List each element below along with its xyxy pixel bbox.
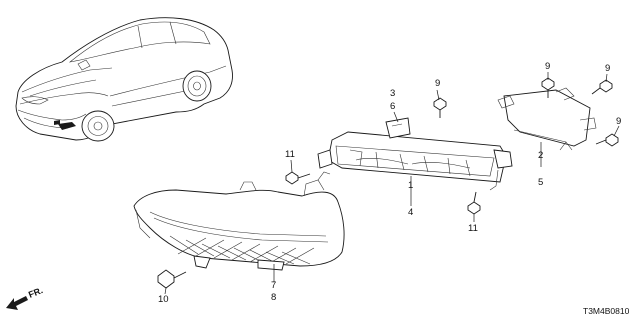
screw-10-icon	[157, 269, 187, 289]
direction-label: FR.	[27, 285, 44, 300]
callout-11-b: 11	[468, 223, 478, 234]
callout-9-d: 9	[616, 116, 621, 127]
callout-6: 6	[390, 101, 395, 112]
small-bracket	[385, 117, 411, 139]
car-illustration	[15, 17, 233, 142]
callout-9-b: 9	[545, 61, 550, 72]
screw-11b-icon	[467, 191, 481, 215]
callout-8: 8	[271, 292, 276, 303]
screw-9a-icon	[433, 97, 447, 118]
leader-lines	[164, 72, 620, 295]
diagram-code: T3M4B0810	[583, 306, 630, 316]
callout-3: 3	[390, 88, 395, 99]
callout-2: 2	[538, 150, 543, 161]
callout-7: 7	[271, 280, 276, 291]
mounting-bracket	[497, 87, 597, 151]
screw-11a-icon	[285, 171, 311, 185]
callout-9-a: 9	[435, 78, 440, 89]
callout-9-c: 9	[605, 63, 610, 74]
callout-11-a: 11	[285, 149, 295, 160]
callout-10: 10	[158, 294, 169, 305]
screw-9c-icon	[591, 79, 613, 95]
callout-1: 1	[408, 180, 413, 191]
fog-light-garnish	[133, 171, 345, 271]
front-direction-arrow-icon	[6, 296, 28, 310]
fog-light-assembly	[317, 131, 513, 191]
screw-9d-icon	[595, 133, 619, 147]
callout-4: 4	[408, 207, 413, 218]
callout-5: 5	[538, 177, 543, 188]
